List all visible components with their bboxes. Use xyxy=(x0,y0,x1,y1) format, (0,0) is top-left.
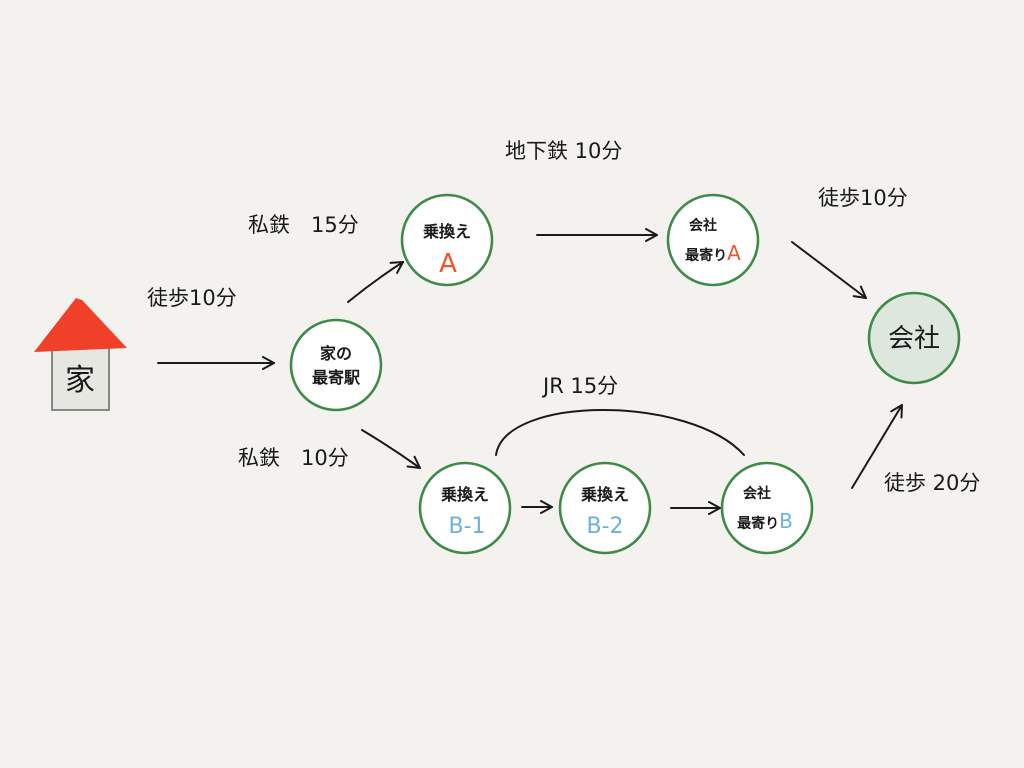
node-home-station-line1: 家の xyxy=(320,344,352,363)
edge-label-station-to-a: 私鉄 15分 xyxy=(248,213,359,237)
node-transfer-b1: 乗換え B-1 xyxy=(418,461,512,555)
edge-station-to-transfer-b1 xyxy=(361,429,421,469)
node-transfer-b1-line2: B-1 xyxy=(448,514,485,539)
node-transfer-b2-line2: B-2 xyxy=(586,514,623,539)
edge-label-nearest-b-to-office: 徒歩 20分 xyxy=(884,471,980,495)
node-transfer-b1-circle xyxy=(418,461,512,555)
node-transfer-b1-line1: 乗換え xyxy=(441,485,489,504)
home-label: 家 xyxy=(65,363,95,398)
edge-label-home-to-station: 徒歩10分 xyxy=(147,286,237,310)
node-transfer-a-line1: 乗換え xyxy=(423,222,471,241)
node-transfer-b2: 乗換え B-2 xyxy=(558,461,652,555)
node-transfer-a-line2: A xyxy=(439,249,457,279)
edge-label-a-to-nearest-a: 地下鉄 10分 xyxy=(505,139,622,163)
node-office-nearest-b-circle xyxy=(720,461,814,555)
edge-label-jr: JR 15分 xyxy=(541,374,618,398)
node-home-station: 家の 最寄駅 xyxy=(289,318,383,412)
node-office-nearest-b: 会社 最寄りB xyxy=(720,461,814,555)
node-transfer-b2-line1: 乗換え xyxy=(581,485,629,504)
node-office-nearest-a-line1: 会社 xyxy=(689,217,717,234)
node-office-circle xyxy=(867,291,961,385)
node-office-label: 会社 xyxy=(888,324,940,354)
home-node: 家 xyxy=(34,298,127,411)
node-office-nearest-b-line1: 会社 xyxy=(743,485,771,502)
house-body xyxy=(51,345,110,411)
node-transfer-a-circle xyxy=(400,193,494,287)
node-office-nearest-a: 会社 最寄りA xyxy=(666,193,760,287)
node-office-nearest-b-suffix: B xyxy=(779,509,793,533)
edge-label-nearest-a-to-office: 徒歩10分 xyxy=(818,186,908,210)
edge-label-station-to-b1: 私鉄 10分 xyxy=(238,446,349,470)
edge-nearest-a-to-office xyxy=(791,241,867,299)
node-office-nearest-b-line2: 最寄りB xyxy=(737,509,793,533)
node-office-nearest-a-text: 最寄り xyxy=(685,247,727,264)
node-office-nearest-a-line2: 最寄りA xyxy=(685,241,741,265)
edge-nearest-b-to-office xyxy=(851,404,903,489)
node-office-nearest-a-circle xyxy=(666,193,760,287)
node-transfer-b2-circle xyxy=(558,461,652,555)
node-office-nearest-a-suffix: A xyxy=(727,241,741,265)
node-home-station-line2: 最寄駅 xyxy=(312,368,361,387)
node-transfer-a: 乗換え A xyxy=(400,193,494,287)
node-office: 会社 xyxy=(867,291,961,385)
node-home-station-circle xyxy=(289,318,383,412)
edge-station-to-transfer-a xyxy=(347,261,404,303)
node-office-nearest-b-text: 最寄り xyxy=(737,515,779,532)
house-roof xyxy=(34,298,127,352)
edge-jr-arc xyxy=(495,409,745,456)
